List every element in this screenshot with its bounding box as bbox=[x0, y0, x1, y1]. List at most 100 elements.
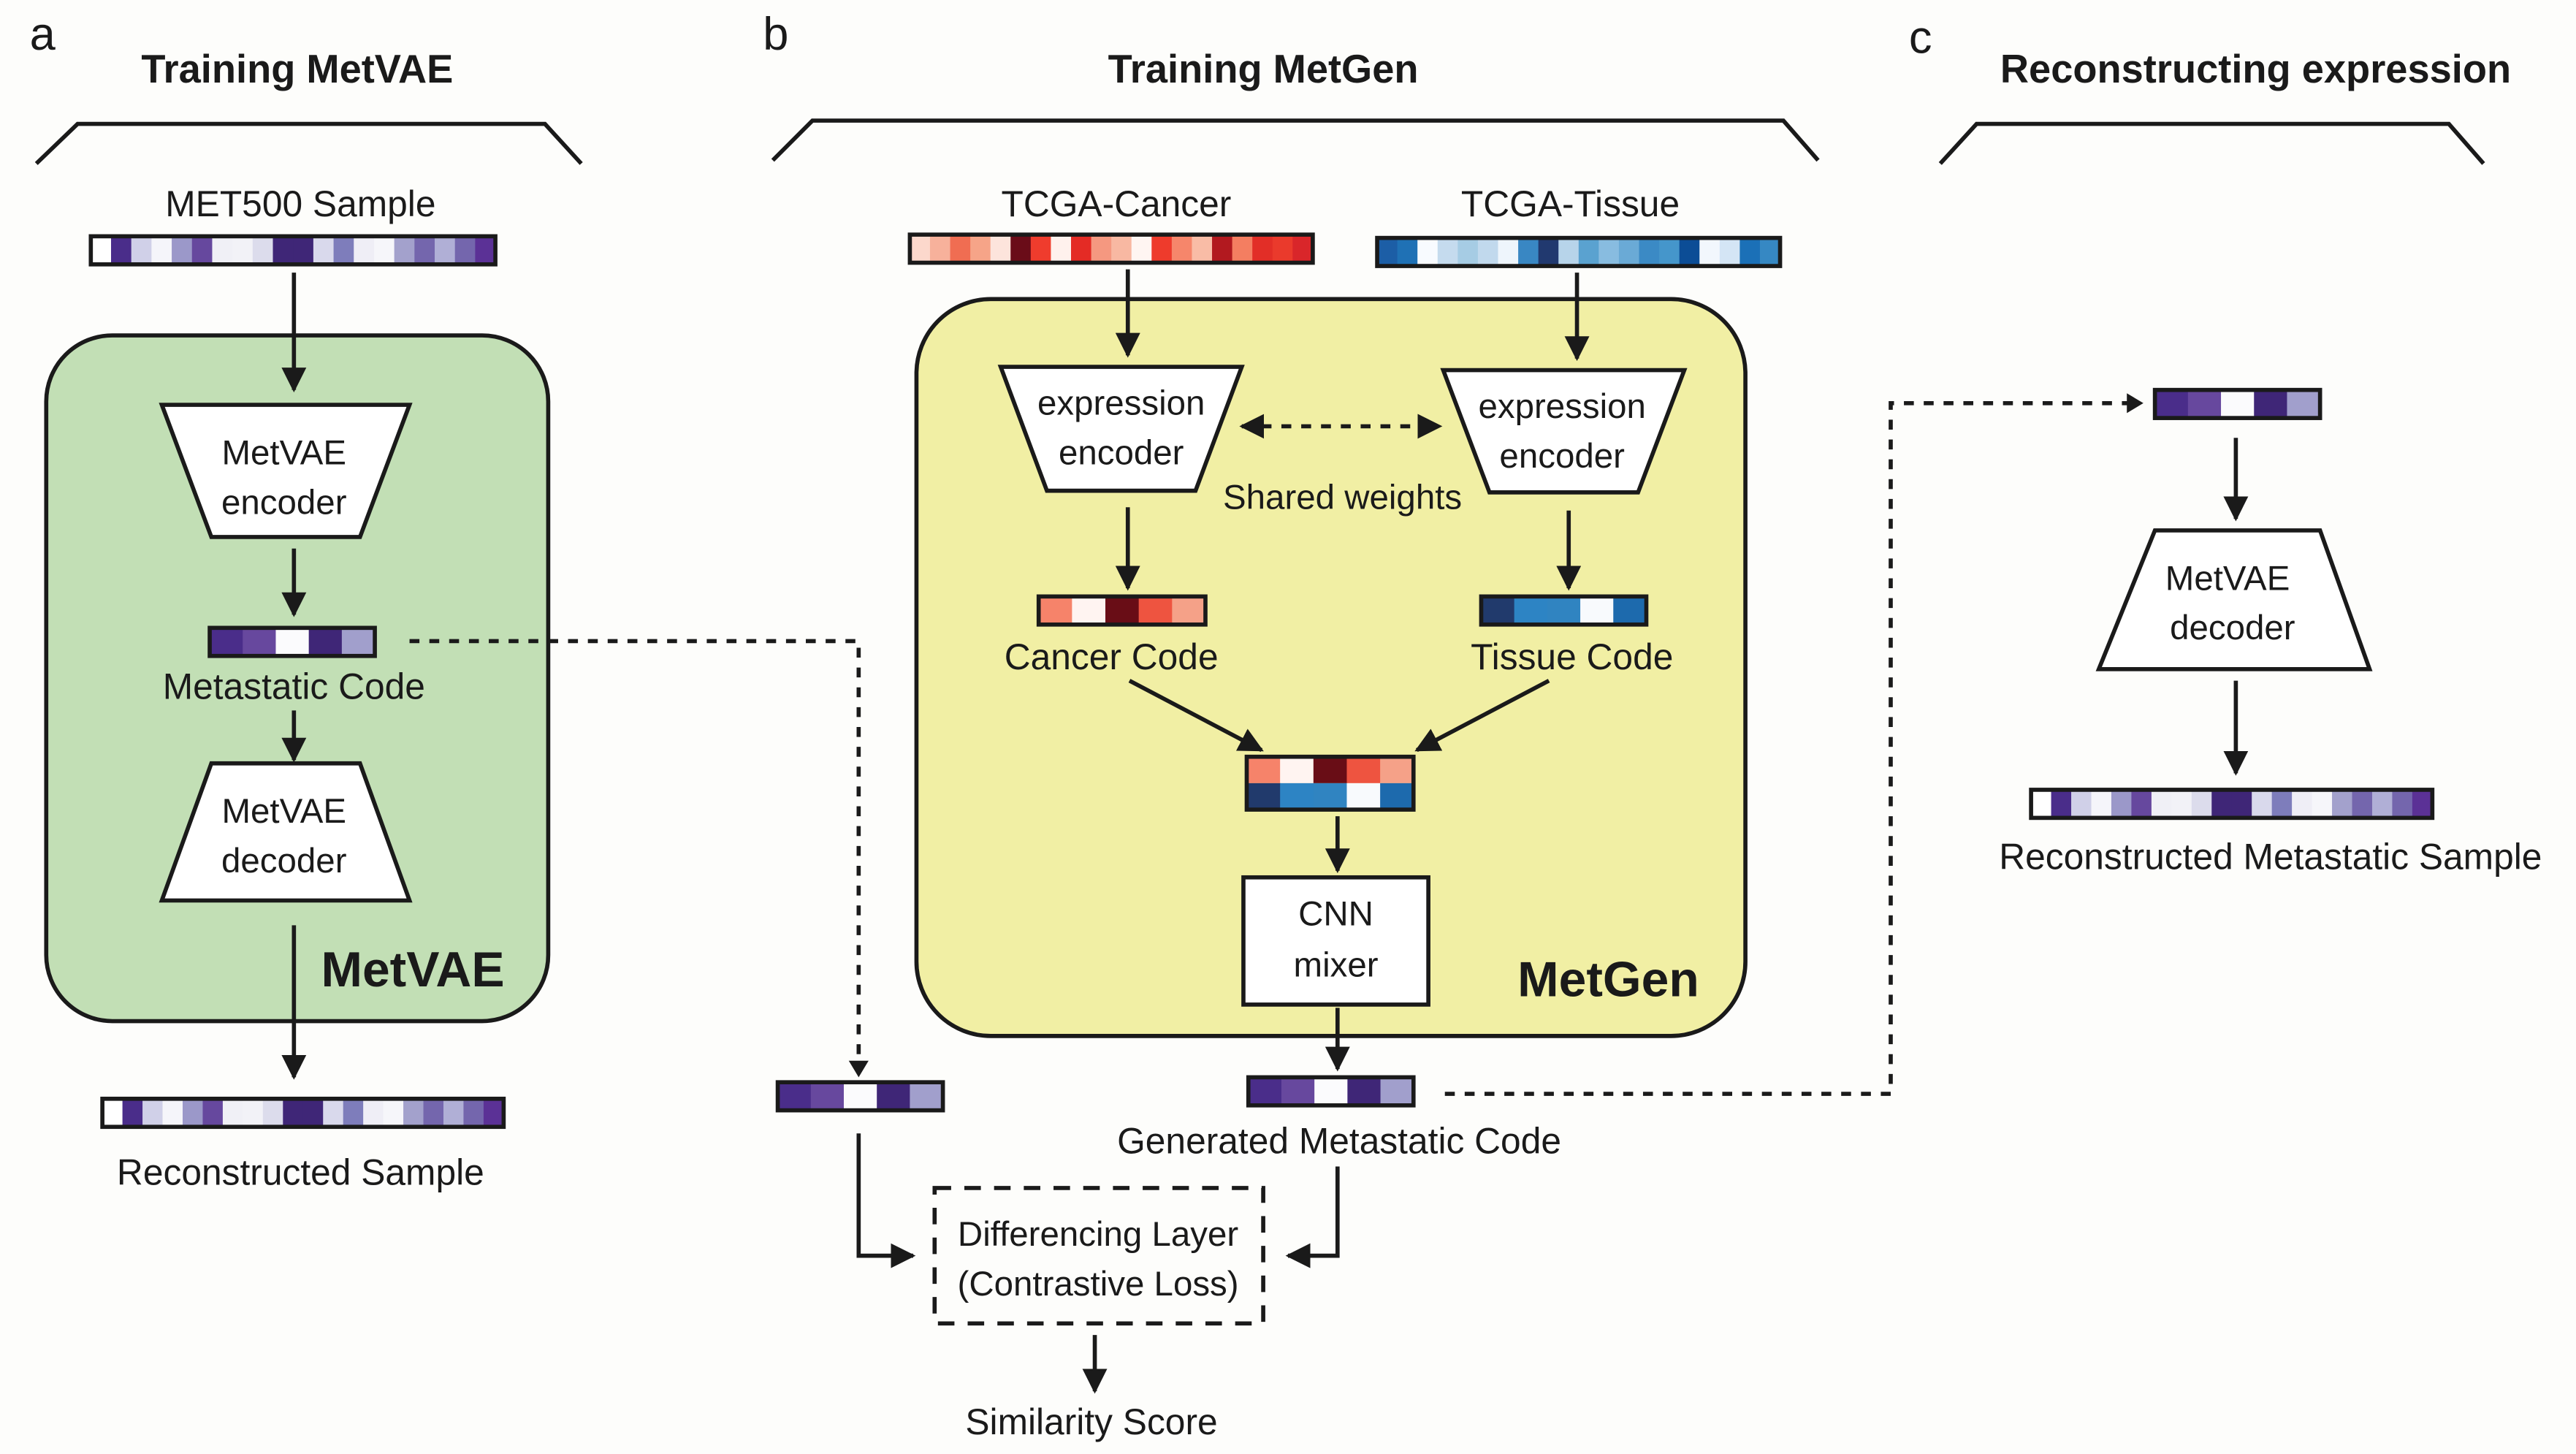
heatmap-cell bbox=[333, 236, 355, 264]
heatmap-cell bbox=[1699, 237, 1720, 267]
heatmap-cell bbox=[1252, 235, 1273, 263]
panel-letter-b: b bbox=[763, 9, 788, 60]
differencing-layer-line2: (Contrastive Loss) bbox=[958, 1265, 1239, 1303]
heatmap-cell bbox=[1151, 235, 1173, 263]
tissue-code-label: Tissue Code bbox=[1471, 636, 1673, 677]
heatmap-cell bbox=[1280, 756, 1314, 783]
heatmap-cell bbox=[1618, 237, 1640, 267]
heatmap-cell bbox=[1138, 596, 1173, 625]
heatmap-cell bbox=[1030, 235, 1052, 263]
heatmap-cell bbox=[275, 628, 310, 656]
heatmap-cell bbox=[475, 236, 496, 264]
heatmap-stacked-code-bottom bbox=[1246, 783, 1414, 810]
heatmap-cell bbox=[2071, 789, 2092, 818]
heatmap-cell bbox=[2131, 789, 2152, 818]
heatmap-cell bbox=[2371, 789, 2393, 818]
arrow-cancer-code-to-stack bbox=[1128, 679, 1264, 753]
heatmap-cell bbox=[1719, 237, 1741, 267]
heatmap-cell bbox=[191, 236, 213, 264]
heatmap-border bbox=[207, 625, 377, 658]
arrow-tissue-code-to-stack bbox=[1414, 679, 1550, 753]
heatmap-cell bbox=[1380, 1077, 1414, 1105]
heatmap-generated-code bbox=[1246, 1075, 1416, 1108]
arrow-generated-to-differencing bbox=[1285, 1166, 1340, 1268]
heatmap-cell bbox=[1639, 237, 1661, 267]
heatmap-cell bbox=[313, 236, 335, 264]
heatmap-cell bbox=[2154, 389, 2189, 419]
heatmap-cell bbox=[1172, 596, 1206, 625]
heatmap-cell bbox=[910, 1082, 944, 1111]
metvae-decoder-c-line2: decoder bbox=[2170, 609, 2295, 647]
heatmap-metastatic-code-a bbox=[207, 625, 377, 658]
heatmap-cell bbox=[273, 236, 294, 264]
heatmap-cell bbox=[182, 1098, 204, 1127]
heatmap-cell bbox=[2292, 789, 2313, 818]
heatmap-cell bbox=[383, 1098, 404, 1127]
heatmap-cell bbox=[1171, 235, 1193, 263]
heatmap-cell bbox=[877, 1082, 911, 1111]
differencing-layer-line1: Differencing Layer bbox=[958, 1215, 1238, 1254]
heatmap-cell bbox=[162, 1098, 183, 1127]
heatmap-cell bbox=[1314, 1077, 1349, 1105]
heatmap-cell bbox=[2287, 389, 2321, 419]
heatmap-cell bbox=[243, 628, 277, 656]
heatmap-cell bbox=[1192, 235, 1213, 263]
metvae-model-box bbox=[44, 333, 551, 1024]
heatmap-cell bbox=[202, 1098, 224, 1127]
heatmap-cell bbox=[2271, 789, 2293, 818]
heatmap-cell bbox=[1613, 596, 1647, 625]
heatmap-cell bbox=[1397, 237, 1419, 267]
heatmap-cell bbox=[2231, 789, 2253, 818]
heatmap-border bbox=[1036, 594, 1208, 627]
dotted-link-c-arrowhead bbox=[2127, 393, 2144, 414]
heatmap-cell bbox=[1232, 235, 1254, 263]
heatmap-cell bbox=[1538, 237, 1560, 267]
generated-code-label: Generated Metastatic Code bbox=[1117, 1120, 1561, 1161]
heatmap-cell bbox=[1248, 1077, 1282, 1105]
heatmap-cell bbox=[2171, 789, 2192, 818]
heatmap-border bbox=[88, 234, 498, 267]
heatmap-cell bbox=[970, 235, 991, 263]
cancer-code-label: Cancer Code bbox=[1005, 636, 1219, 677]
heatmap-cell bbox=[102, 1098, 123, 1127]
heatmap-cell bbox=[302, 1098, 324, 1127]
metvae-decoder-a-line2: decoder bbox=[221, 842, 347, 880]
heatmap-cell bbox=[1380, 783, 1414, 810]
metvae-encoder-a bbox=[159, 403, 413, 539]
heatmap-cell bbox=[308, 628, 343, 656]
heatmap-cell bbox=[2221, 389, 2255, 419]
heatmap-cell bbox=[1272, 235, 1294, 263]
heatmap-cell bbox=[1111, 235, 1132, 263]
panel-letter-c: c bbox=[1909, 12, 1932, 63]
heatmap-cell bbox=[1580, 596, 1615, 625]
heatmap-cell bbox=[210, 628, 244, 656]
heatmap-cell bbox=[1072, 596, 1106, 625]
heatmap-cell bbox=[2412, 789, 2434, 818]
heatmap-cell bbox=[2312, 789, 2333, 818]
heatmap-cell bbox=[1498, 237, 1519, 267]
heatmap-cell bbox=[929, 235, 951, 263]
heatmap-cell bbox=[1346, 783, 1382, 810]
heatmap-cell bbox=[1071, 235, 1092, 263]
metastatic-code-label: Metastatic Code bbox=[163, 666, 425, 707]
heatmap-cell bbox=[1380, 756, 1414, 783]
heatmap-target-code bbox=[775, 1080, 945, 1113]
heatmap-cell bbox=[131, 236, 153, 264]
heatmap-cell bbox=[2211, 789, 2233, 818]
metgen-model-label: MetGen bbox=[1517, 953, 1699, 1008]
heatmap-cell bbox=[2151, 789, 2173, 818]
bracket-c bbox=[1938, 121, 2485, 165]
heatmap-cell bbox=[111, 236, 132, 264]
heatmap-cancer-code bbox=[1036, 594, 1208, 627]
heatmap-border bbox=[100, 1096, 506, 1130]
heatmap-met500-sample bbox=[88, 234, 498, 267]
bracket-a bbox=[34, 121, 583, 165]
heatmap-cell bbox=[1417, 237, 1438, 267]
heatmap-cell bbox=[1346, 756, 1382, 783]
heatmap-cell bbox=[435, 236, 456, 264]
heatmap-cell bbox=[1051, 235, 1072, 263]
tcga-tissue-label: TCGA-Tissue bbox=[1461, 183, 1680, 224]
panel-title-c: Reconstructing expression bbox=[2000, 47, 2511, 91]
heatmap-cell bbox=[232, 236, 254, 264]
heatmap-cell bbox=[1377, 237, 1398, 267]
